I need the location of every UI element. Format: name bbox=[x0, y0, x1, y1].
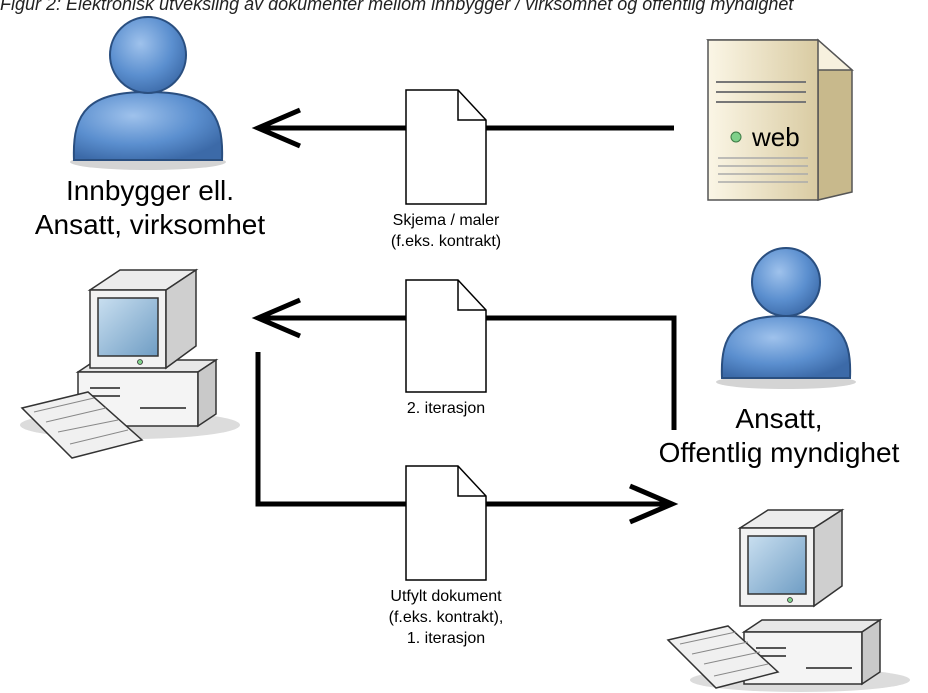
citizen-computer-icon bbox=[20, 268, 240, 459]
top-caption: Figur 2: Elektronisk utveksling av dokum… bbox=[0, 0, 794, 14]
official-label-line1: Ansatt, bbox=[735, 403, 823, 434]
official-label: Ansatt, Offentlig myndighet bbox=[630, 402, 928, 470]
filled-document-label-line3: 1. iterasjon bbox=[406, 630, 486, 647]
server-label: web bbox=[751, 122, 800, 152]
web-server-icon: web bbox=[706, 38, 854, 201]
forms-document-icon bbox=[405, 89, 487, 205]
second-iteration-document-icon bbox=[405, 279, 487, 393]
second-iteration-label-line1: 2. iterasjon bbox=[406, 400, 486, 417]
filled-document-arrow bbox=[255, 352, 679, 525]
second-iteration-arrow bbox=[251, 297, 677, 430]
official-computer-icon bbox=[666, 508, 910, 692]
citizen-label-line1: Innbygger ell. bbox=[65, 175, 235, 206]
filled-document-icon bbox=[405, 465, 487, 581]
filled-document-label-line1: Utfylt dokument bbox=[390, 588, 502, 605]
second-iteration-label: 2. iterasjon bbox=[346, 398, 546, 419]
forms-label-line1: Skjema / maler bbox=[392, 212, 500, 229]
official-label-line2: Offentlig myndighet bbox=[658, 437, 900, 468]
forms-label-line2: (f.eks. kontrakt) bbox=[390, 233, 502, 250]
filled-document-label: Utfylt dokument (f.eks. kontrakt), 1. it… bbox=[346, 586, 546, 649]
forms-label: Skjema / maler (f.eks. kontrakt) bbox=[346, 210, 546, 252]
citizen-label: Innbygger ell. Ansatt, virksomhet bbox=[0, 174, 300, 242]
citizen-person-icon bbox=[70, 16, 226, 170]
citizen-label-line2: Ansatt, virksomhet bbox=[34, 209, 266, 240]
official-person-icon bbox=[716, 247, 856, 389]
filled-document-label-line2: (f.eks. kontrakt), bbox=[388, 609, 504, 626]
